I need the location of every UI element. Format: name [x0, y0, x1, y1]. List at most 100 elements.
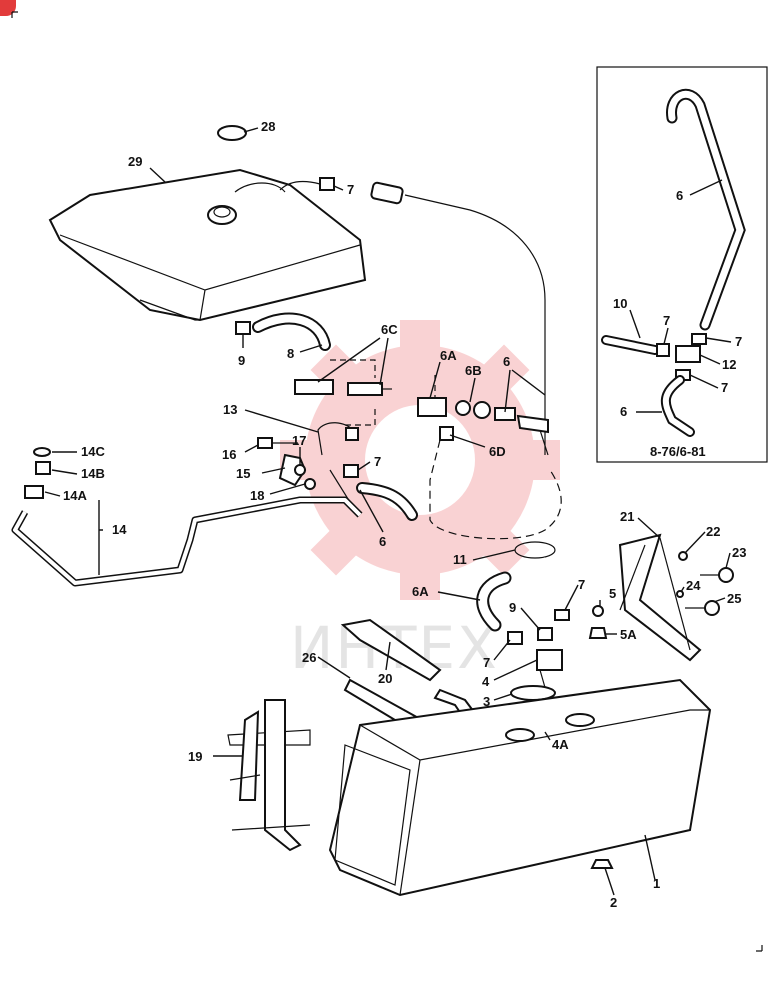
clip-6D [439, 426, 454, 441]
callout-4: 4 [482, 674, 490, 689]
callout-4A: 4A [552, 737, 569, 752]
inset-frame [596, 66, 768, 463]
fitting-6C-b [347, 382, 383, 396]
bracket-19 [227, 699, 311, 852]
callout-11: 11 [453, 552, 467, 567]
inset-callout-10: 10 [613, 296, 627, 311]
inset-callout-7c: 7 [721, 380, 728, 395]
callout-6: 6 [503, 354, 510, 369]
hose-6A-lower [476, 571, 512, 632]
callout-14B: 14B [81, 466, 105, 481]
fitting-14B [35, 461, 51, 475]
clamp-9-upper [235, 321, 251, 335]
callout-2: 2 [610, 895, 617, 910]
inset-callout-7a: 7 [663, 313, 670, 328]
inset-tee-12 [675, 345, 701, 363]
callout-29: 29 [128, 154, 142, 169]
corner-mark-br [756, 945, 763, 952]
washer-18 [304, 478, 316, 490]
bracket-15 [278, 453, 307, 487]
part-1-lower-tank [328, 678, 712, 897]
line-14 [11, 496, 363, 587]
callout-7-mid: 7 [374, 454, 381, 469]
nut-7 [507, 631, 523, 645]
nut-5A [588, 627, 608, 639]
callout-20: 20 [378, 671, 392, 686]
callout-5A: 5A [620, 627, 637, 642]
callout-3: 3 [483, 694, 490, 709]
part-28-cap [217, 125, 247, 141]
callout-18: 18 [250, 488, 264, 503]
washer-6B2 [473, 401, 491, 419]
callout-6B: 6B [465, 363, 482, 378]
bracket-21 [618, 533, 702, 662]
callout-14C: 14C [81, 444, 105, 459]
callout-9: 9 [238, 353, 245, 368]
sender-4 [536, 649, 563, 671]
inset-callout-7b: 7 [735, 334, 742, 349]
washer-24 [676, 590, 684, 598]
clamp-7-lower [554, 609, 570, 621]
inset-callout-6b: 6 [620, 404, 627, 419]
clamp-13 [345, 427, 359, 441]
bolt-25 [685, 600, 720, 616]
callout-1: 1 [653, 876, 660, 891]
drain-plug-2 [590, 859, 614, 869]
clamp-7-mid [343, 464, 359, 478]
callout-19: 19 [188, 749, 202, 764]
callout-14: 14 [112, 522, 127, 537]
callout-22: 22 [706, 524, 720, 539]
bolt-16 [257, 437, 273, 449]
fitting-6C-a [294, 379, 334, 395]
inset-clamp-7b [691, 333, 707, 345]
callout-6C: 6C [381, 322, 398, 337]
inset-hose-6-bottom [660, 375, 695, 437]
callout-26: 26 [302, 650, 316, 665]
callout-15: 15 [236, 466, 250, 481]
clamp-7-top [319, 177, 335, 191]
bolt-23 [700, 567, 734, 583]
callout-7-nut: 7 [483, 655, 490, 670]
callout-17: 17 [292, 433, 306, 448]
fitting-6A [417, 397, 447, 417]
callout-6A: 6A [440, 348, 457, 363]
washer-6B [455, 400, 471, 416]
corner-mark-tl [11, 11, 18, 18]
callout-9-lower: 9 [509, 600, 516, 615]
strap-20 [340, 618, 442, 682]
washer-22 [678, 551, 688, 561]
nut-17 [294, 464, 306, 476]
part-29-upper-tank [48, 168, 367, 322]
seal-14C [33, 447, 51, 457]
callout-24: 24 [686, 578, 701, 593]
inset-caption: 8-76/6-81 [650, 444, 706, 459]
inset-clamp-7a [656, 343, 670, 357]
watermark [280, 320, 560, 600]
callout-25: 25 [727, 591, 741, 606]
inset-hose-10 [601, 335, 660, 355]
callout-6A-lower: 6A [412, 584, 429, 599]
callout-7: 7 [347, 182, 354, 197]
callout-5: 5 [609, 586, 616, 601]
hose-6-lower [356, 482, 418, 521]
callout-7-lower: 7 [578, 577, 585, 592]
callout-28: 28 [261, 119, 275, 134]
callout-6-lower: 6 [379, 534, 386, 549]
washer-5 [592, 605, 604, 617]
callout-6D: 6D [489, 444, 506, 459]
fuel-line-6 [404, 194, 549, 456]
inset-callout-12: 12 [722, 357, 736, 372]
hose-connector [370, 181, 404, 205]
fitting-14A [24, 485, 44, 499]
callout-21: 21 [620, 509, 634, 524]
callout-8: 8 [287, 346, 294, 361]
leader-lines [44, 127, 732, 896]
callout-16: 16 [222, 447, 236, 462]
inset-callout-6: 6 [676, 188, 683, 203]
callout-labels: 28 29 7 9 8 6C 6A 6B 6 13 6D 16 17 7 15 … [63, 119, 746, 910]
callout-23: 23 [732, 545, 746, 560]
inset-hose-6-top [666, 88, 746, 331]
hose-8 [252, 312, 331, 351]
fitting-junction [516, 414, 549, 434]
